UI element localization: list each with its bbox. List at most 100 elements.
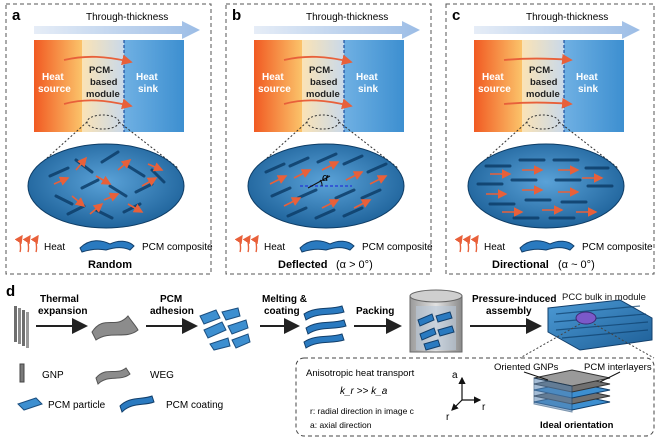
heat-legend-icon <box>14 234 39 253</box>
heat-sink-label: Heat <box>576 72 598 83</box>
angle-caption: (α ~ 0°) <box>558 259 595 271</box>
pcm-module-label-2: based <box>310 77 338 88</box>
heat-legend-icon <box>454 234 479 253</box>
heat-legend-icon <box>234 234 259 253</box>
through-thickness-arrow <box>474 21 640 39</box>
pcm-module-block <box>522 40 564 132</box>
pcm-module-label: PCM- <box>529 65 553 76</box>
heat-legend-label: Heat <box>264 242 285 253</box>
weg-legend-label: WEG <box>150 370 174 381</box>
panel-letter: a <box>12 7 21 24</box>
heat-source-label: Heat <box>42 72 64 83</box>
pcm-module-label-3: module <box>526 89 560 100</box>
axis-r2-label: r <box>446 412 450 423</box>
panel-letter: b <box>232 7 241 24</box>
pcc-bulk-icon <box>547 299 653 351</box>
pcm-composite-icon <box>299 240 355 253</box>
step-pcm-adhesion-2: adhesion <box>150 306 194 317</box>
pcm-composite-icon <box>519 240 575 253</box>
orientation-caption: Deflected <box>278 259 328 271</box>
heat-source-label: Heat <box>262 72 284 83</box>
through-thickness-label: Through-thickness <box>526 12 608 23</box>
gnp-legend-icon <box>19 363 25 383</box>
pcm-particle-legend-icon <box>17 397 43 411</box>
through-thickness-label: Through-thickness <box>86 12 168 23</box>
heat-source-label-2: source <box>38 84 71 95</box>
heat-source-block <box>474 40 522 132</box>
pcm-particle-legend-label: PCM particle <box>48 400 106 411</box>
weg-icon <box>91 315 139 341</box>
anisotropy-inset <box>295 357 655 437</box>
heat-sink-block <box>344 40 404 132</box>
panel-letter: d <box>6 283 15 300</box>
heat-sink-block <box>124 40 184 132</box>
heat-source-label-2: source <box>258 84 291 95</box>
pcm-module-label-2: based <box>90 77 118 88</box>
heat-sink-label-2: sink <box>578 84 598 95</box>
pcm-composite-icon <box>79 240 135 253</box>
packing-container-icon <box>409 289 463 353</box>
pcm-coating-legend-icon <box>119 395 155 413</box>
pcm-module-block <box>82 40 124 132</box>
step-melting-coating: Melting & <box>262 294 307 305</box>
panel-letter: c <box>452 7 460 24</box>
oriented-gnps-label: Oriented GNPs <box>494 362 559 373</box>
ideal-orientation-label: Ideal orientation <box>540 420 614 431</box>
heat-source-label-2: source <box>478 84 511 95</box>
pcm-interlayers-label: PCM interlayers <box>584 362 652 373</box>
gnp-legend-label: GNP <box>42 370 64 381</box>
through-thickness-label: Through-thickness <box>306 12 388 23</box>
heat-sink-label-2: sink <box>358 84 378 95</box>
transport-relation: k_r >> k_a <box>340 386 388 397</box>
transport-note-axial: a: axial direction <box>310 420 372 430</box>
pcm-coated-sheets-icon <box>303 305 347 349</box>
pcc-bulk-label: PCC bulk in module <box>562 292 646 303</box>
panel-b: b Through-thickness Heat source PCM- bas… <box>225 3 433 275</box>
heat-sink-label: Heat <box>136 72 158 83</box>
heat-sink-label: Heat <box>356 72 378 83</box>
step-pressure-assembly-2: assembly <box>486 306 532 317</box>
pcm-legend-label: PCM composite <box>582 242 653 253</box>
heat-legend-label: Heat <box>44 242 65 253</box>
pcm-microstructure-disc <box>27 143 185 229</box>
pcm-module-label-3: module <box>86 89 120 100</box>
angle-caption: (α > 0°) <box>336 259 373 271</box>
axis-a-label: a <box>452 370 458 381</box>
heat-source-block <box>34 40 82 132</box>
pcm-legend-label: PCM composite <box>362 242 433 253</box>
step-pcm-adhesion: PCM <box>160 294 182 305</box>
orientation-caption: Directional <box>492 259 549 271</box>
axes-icon <box>451 376 482 411</box>
step-melting-coating-2: coating <box>264 306 300 317</box>
step-thermal-expansion: Thermal <box>40 294 79 305</box>
alpha-symbol: α <box>322 172 329 184</box>
panel-d: d Thermal expansion PCM adhesion Melting… <box>6 283 655 437</box>
weg-legend-icon <box>95 367 131 385</box>
heat-source-label: Heat <box>482 72 504 83</box>
pcm-adhered-weg-icon <box>199 307 251 351</box>
heat-source-block <box>254 40 302 132</box>
heat-sink-label-2: sink <box>138 84 158 95</box>
gnp-stack-icon <box>14 306 29 348</box>
step-pressure-assembly: Pressure-induced <box>472 294 556 305</box>
panel-c: c Through-thickness Heat source PCM- bas… <box>445 3 655 275</box>
heat-sink-block <box>564 40 624 132</box>
pcm-module-label-3: module <box>306 89 340 100</box>
step-packing: Packing <box>356 306 394 317</box>
orientation-caption: Random <box>88 259 132 271</box>
pcm-module-block <box>302 40 344 132</box>
pcm-legend-label: PCM composite <box>142 242 213 253</box>
heat-legend-label: Heat <box>484 242 505 253</box>
axis-r-label: r <box>482 402 486 413</box>
ideal-orientation-stack <box>533 369 611 413</box>
through-thickness-arrow <box>34 21 200 39</box>
through-thickness-arrow <box>254 21 420 39</box>
transport-title: Anisotropic heat transport <box>306 368 415 379</box>
panel-a: a Through-thickness Heat source PCM- bas… <box>5 3 213 275</box>
transport-note-radial: r: radial direction in image c <box>310 406 415 416</box>
pcm-module-label: PCM- <box>309 65 333 76</box>
pcm-module-label-2: based <box>530 77 558 88</box>
pcm-module-label: PCM- <box>89 65 113 76</box>
step-thermal-expansion-2: expansion <box>38 306 87 317</box>
pcm-coating-legend-label: PCM coating <box>166 400 223 411</box>
